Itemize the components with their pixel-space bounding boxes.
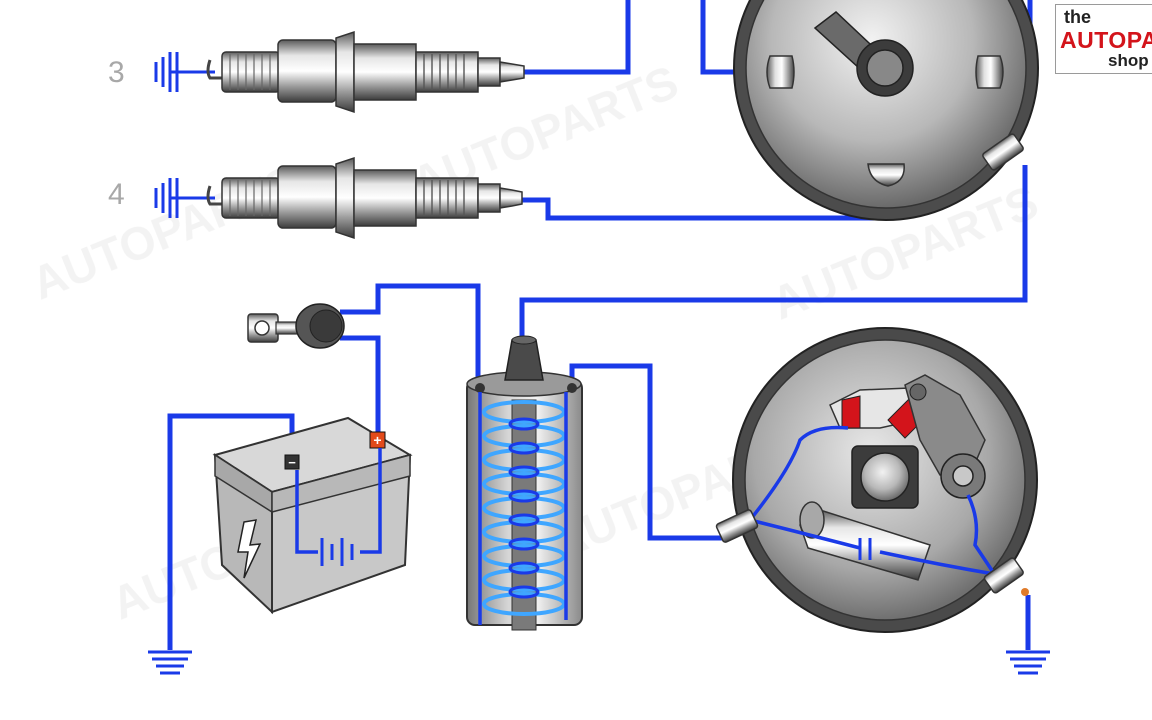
spark-plug-4: 4 bbox=[108, 156, 523, 240]
distributor-cap bbox=[733, 0, 1039, 221]
logo-line-shop: shop bbox=[1108, 51, 1149, 70]
spark-plug-3: 3 bbox=[108, 30, 525, 114]
ground-icon bbox=[154, 52, 215, 92]
battery-negative-label: − bbox=[288, 455, 296, 470]
autoparts-shop-logo: the AUTOPA shop bbox=[1055, 4, 1152, 74]
ground-icon bbox=[1006, 650, 1050, 675]
plug-number-4: 4 bbox=[108, 178, 125, 211]
distributor-points bbox=[715, 327, 1038, 633]
plug-number-3: 3 bbox=[108, 56, 125, 89]
ignition-switch bbox=[247, 303, 345, 349]
battery-positive-label: + bbox=[373, 432, 381, 448]
ground-icon bbox=[148, 650, 192, 675]
logo-line-the: the bbox=[1064, 7, 1091, 27]
ignition-coil bbox=[466, 335, 583, 631]
logo-line-brand: AUTOPA bbox=[1060, 27, 1152, 53]
battery: − + bbox=[212, 416, 413, 615]
